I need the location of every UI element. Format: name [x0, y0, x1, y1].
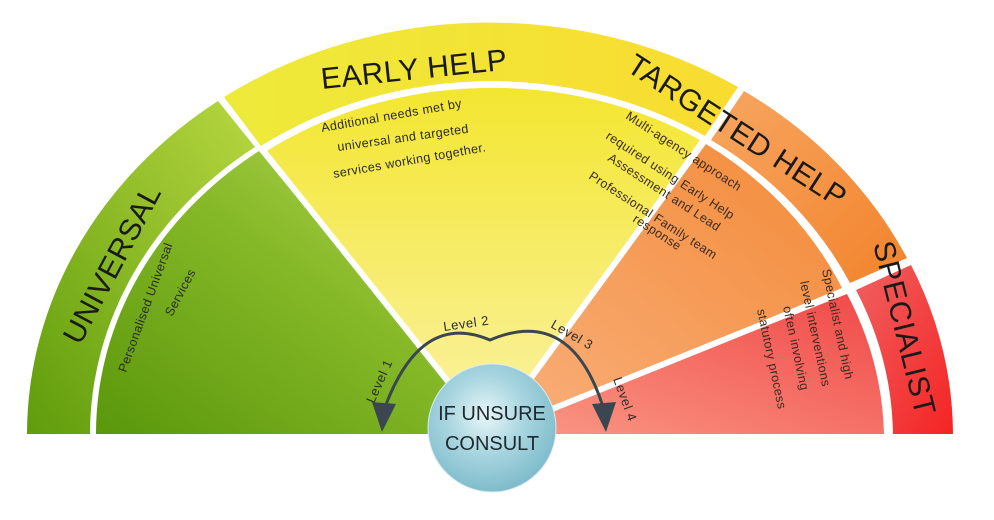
if-unsure-consult-bubble: IF UNSURE CONSULT [427, 363, 557, 493]
universal-outer-band [27, 101, 255, 434]
universal-inner-wedge [95, 151, 490, 434]
bubble-line-2: CONSULT [445, 433, 539, 455]
early-help-inner-wedge [265, 87, 700, 435]
specialist-outer-band [856, 265, 953, 434]
arrowhead-right-icon [592, 402, 616, 432]
bubble-line-1: IF UNSURE [438, 403, 546, 425]
targeted-help-outer-band [711, 91, 907, 283]
early-help-outer-band [224, 22, 738, 146]
escalation-arc-arrow [382, 329, 606, 411]
specialist-inner-wedge [490, 294, 884, 434]
targeted-help-inner-wedge [490, 144, 842, 434]
level-2-label: Level 2 [442, 313, 490, 334]
arrowhead-left-icon [372, 402, 396, 432]
